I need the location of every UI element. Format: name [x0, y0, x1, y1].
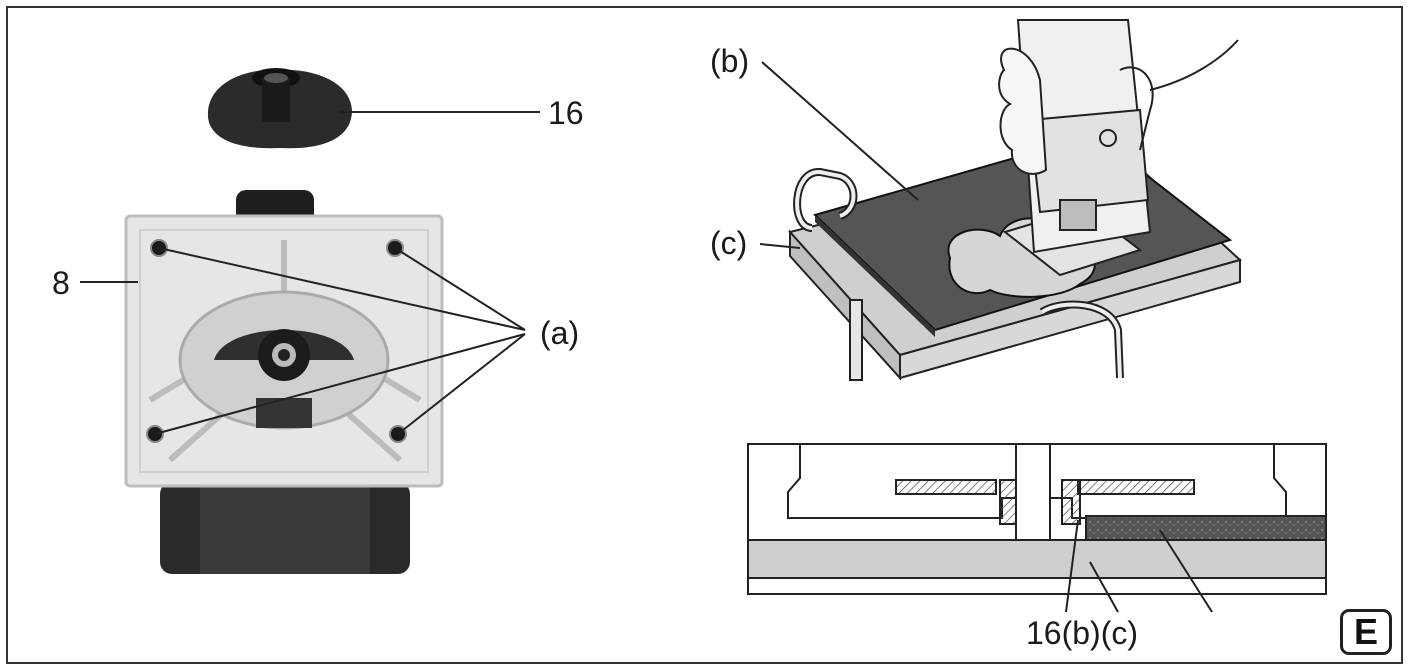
base-plate-8: [80, 190, 444, 574]
label-a: (a): [540, 315, 579, 351]
label-16: 16: [548, 95, 584, 131]
label-8: 8: [52, 265, 70, 301]
template-guide-16: [207, 68, 540, 149]
leader-lines-a: [154, 247, 526, 435]
cross-section-diagram: [747, 443, 1327, 613]
figure-badge: E: [1340, 609, 1392, 655]
label-section-16bc: 16(b)(c): [1026, 615, 1138, 651]
label-b: (b): [710, 43, 749, 79]
router-on-template-illustration: [759, 19, 1243, 381]
label-c: (c): [710, 225, 747, 261]
